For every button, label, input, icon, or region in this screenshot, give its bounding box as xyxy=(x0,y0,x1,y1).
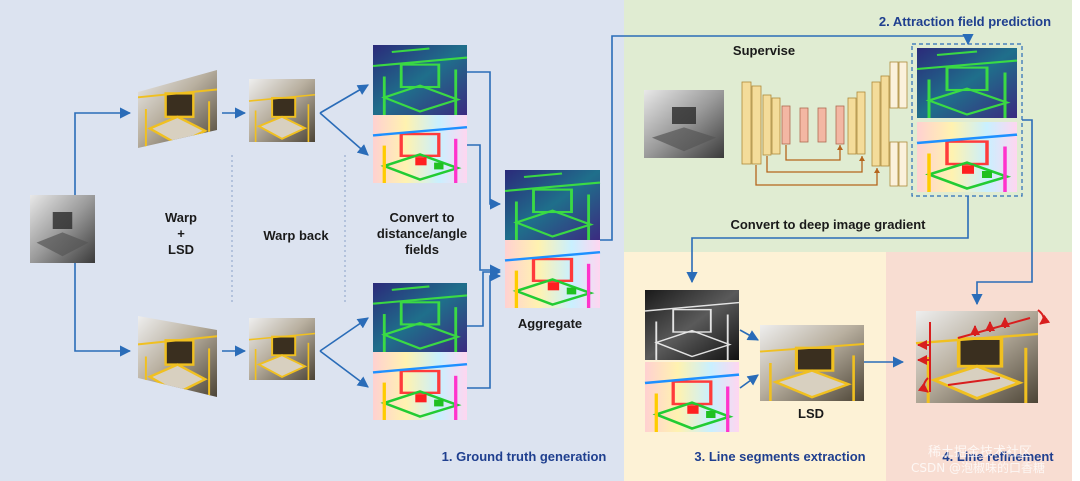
label-warp-back: Warp back xyxy=(263,228,329,243)
warp-back-image-top xyxy=(248,78,316,143)
label-plus: + xyxy=(177,226,185,241)
watermark-line1: 稀土掘金技术社区 xyxy=(928,444,1032,460)
predicted-distance-field xyxy=(915,46,1019,120)
predicted-angle-field xyxy=(917,122,1017,192)
label-convert-2: distance/angle xyxy=(377,226,467,241)
warp-back-image-bottom xyxy=(248,317,316,381)
attraction-arrows xyxy=(686,119,1033,389)
angle-field-top xyxy=(373,115,467,183)
refined-lines-image xyxy=(914,309,1040,405)
distance-field-bottom xyxy=(371,281,469,354)
angle-field-bottom xyxy=(373,352,467,420)
label-warp: Warp xyxy=(165,210,197,225)
label-convert-gradient: Convert to deep image gradient xyxy=(730,217,926,232)
region-title-ground-truth: 1. Ground truth generation xyxy=(442,449,607,464)
label-convert-3: fields xyxy=(405,242,439,257)
gradient-angle-image xyxy=(645,362,739,432)
deep-gradient-image xyxy=(644,289,740,361)
region-title-refinement: 4. Line refinement xyxy=(942,449,1054,464)
gt-arrows xyxy=(74,33,974,389)
region-title-extraction: 3. Line segments extraction xyxy=(694,449,865,464)
distance-field-top xyxy=(371,43,469,117)
label-convert-1: Convert to xyxy=(390,210,455,225)
aggregate-distance-field xyxy=(503,168,602,242)
lsd-result-image xyxy=(758,323,866,403)
input-image xyxy=(30,195,95,263)
aggregate-angle-field xyxy=(505,240,600,308)
label-lsd-extraction: LSD xyxy=(798,406,824,421)
label-lsd-gt: LSD xyxy=(168,242,194,257)
network-input-image xyxy=(644,90,724,158)
unet-network xyxy=(741,61,908,187)
label-supervise: Supervise xyxy=(733,43,795,58)
refinement-annotations xyxy=(917,309,1051,393)
label-aggregate: Aggregate xyxy=(518,316,582,331)
region-title-attraction: 2. Attraction field prediction xyxy=(879,14,1051,29)
watermark-line2: CSDN @泡椒味的口香糖 xyxy=(911,460,1045,475)
